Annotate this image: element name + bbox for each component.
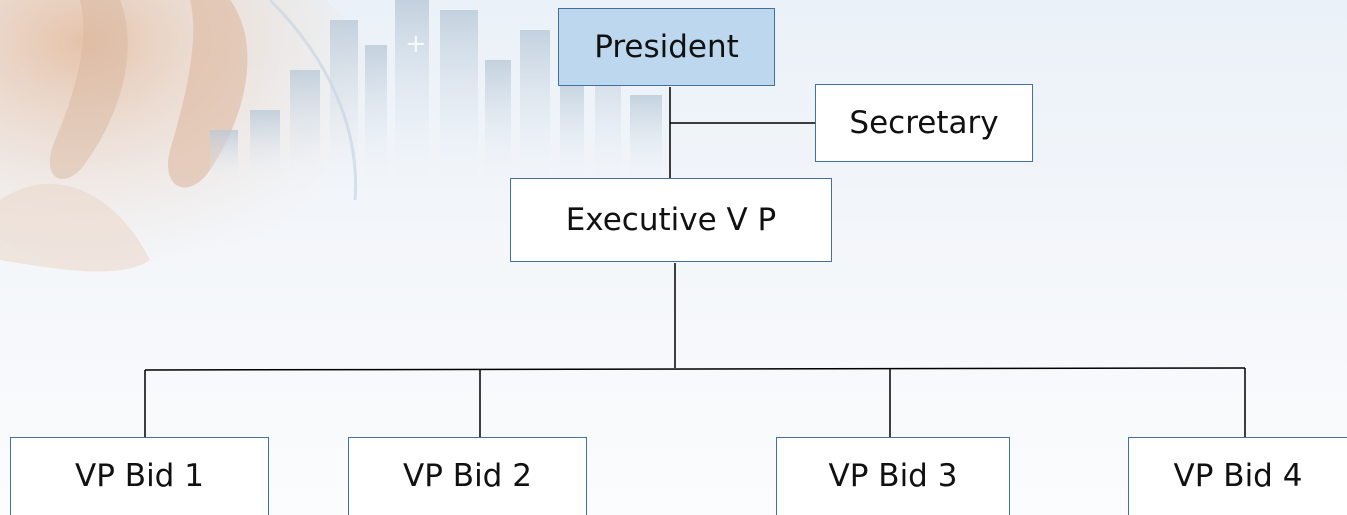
executive-vp-box[interactable]: Executive V P <box>510 178 832 262</box>
arc-decoration <box>268 0 358 201</box>
president-box[interactable]: President <box>558 8 775 86</box>
city-skyline <box>210 0 662 180</box>
vp-bid-1-label: VP Bid 1 <box>75 458 204 494</box>
vp-bid-2-box[interactable]: VP Bid 2 <box>348 437 587 515</box>
hand-illustration <box>0 0 380 280</box>
executive-vp-label: Executive V P <box>565 202 777 238</box>
connector-horizontal-bus <box>144 367 1246 371</box>
secretary-label: Secretary <box>849 105 999 141</box>
vp-bid-4-label: VP Bid 4 <box>1173 458 1303 494</box>
secretary-box[interactable]: Secretary <box>815 84 1033 162</box>
vp-bid-4-box[interactable]: VP Bid 4 <box>1128 437 1347 515</box>
president-label: President <box>594 29 739 65</box>
vp-bid-3-label: VP Bid 3 <box>828 458 958 494</box>
vp-bid-3-box[interactable]: VP Bid 3 <box>776 437 1010 515</box>
vp-bid-1-box[interactable]: VP Bid 1 <box>10 437 269 515</box>
plus-icon: + <box>405 29 427 59</box>
vp-bid-2-label: VP Bid 2 <box>403 458 532 494</box>
